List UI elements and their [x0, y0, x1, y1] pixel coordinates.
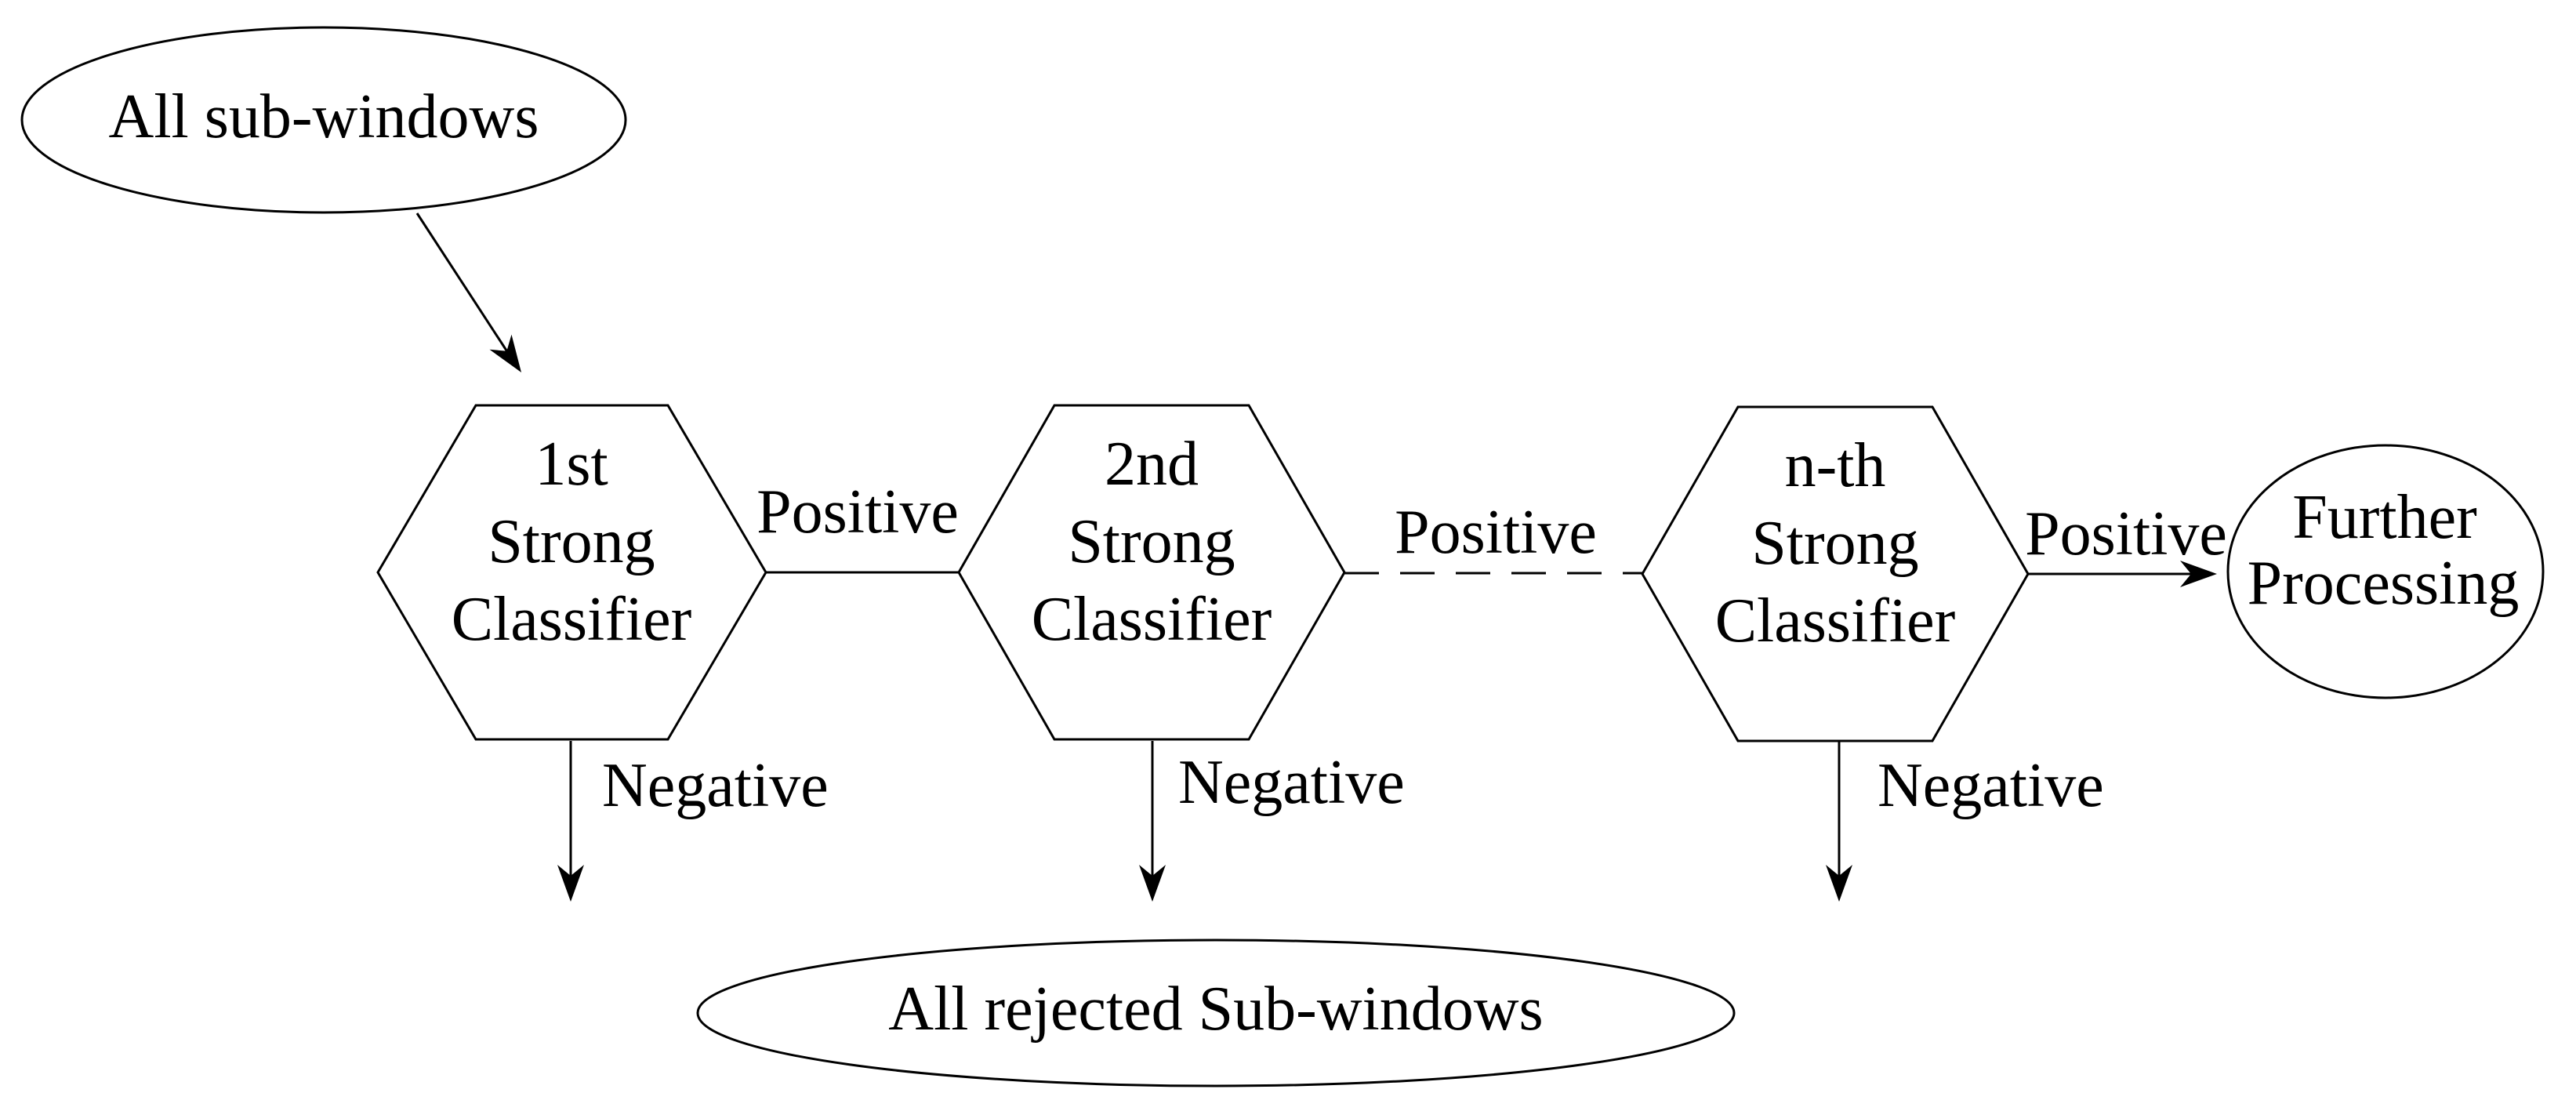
node-all-subwindows-label: All sub-windows	[109, 82, 539, 151]
node-all-subwindows	[20, 26, 627, 214]
edge-label-negative-2: Negative	[1178, 748, 1405, 817]
node-classifier-1-line3: Classifier	[452, 585, 692, 654]
edge-label-negative-1: Negative	[602, 751, 829, 820]
edge-label-negative-3: Negative	[1878, 751, 2104, 820]
node-all-rejected-label: All rejected Sub-windows	[888, 975, 1543, 1044]
arrowhead-negative-3-icon	[1826, 865, 1852, 902]
node-classifier-2-line3: Classifier	[1032, 585, 1272, 654]
arrowhead-negative-2-icon	[1139, 865, 1166, 902]
node-classifier-n-line1: n-th	[1785, 431, 1886, 500]
node-classifier-n-line2: Strong	[1751, 509, 1918, 578]
node-classifier-2-line1: 2nd	[1105, 430, 1199, 499]
node-all-rejected	[696, 939, 1736, 1087]
edge-start-to-classifier1	[415, 212, 510, 354]
arrowhead-classifiern-to-further-icon	[2180, 561, 2217, 587]
node-further-processing-line2: Processing	[2248, 549, 2520, 618]
arrowhead-negative-1-icon	[557, 865, 584, 902]
node-classifier-2-line2: Strong	[1068, 507, 1235, 576]
node-classifier-1-line1: 1st	[535, 430, 608, 499]
node-classifier-1-line2: Strong	[488, 507, 655, 576]
edge-label-positive-2: Positive	[1395, 498, 1597, 567]
node-classifier-n-line3: Classifier	[1715, 586, 1956, 655]
node-further-processing	[2226, 444, 2545, 699]
node-further-processing-line1: Further	[2292, 483, 2477, 552]
arrowhead-start-to-classifier1-icon	[489, 334, 521, 372]
edge-label-positive-3: Positive	[2025, 499, 2227, 568]
edge-label-positive-1: Positive	[756, 477, 959, 546]
